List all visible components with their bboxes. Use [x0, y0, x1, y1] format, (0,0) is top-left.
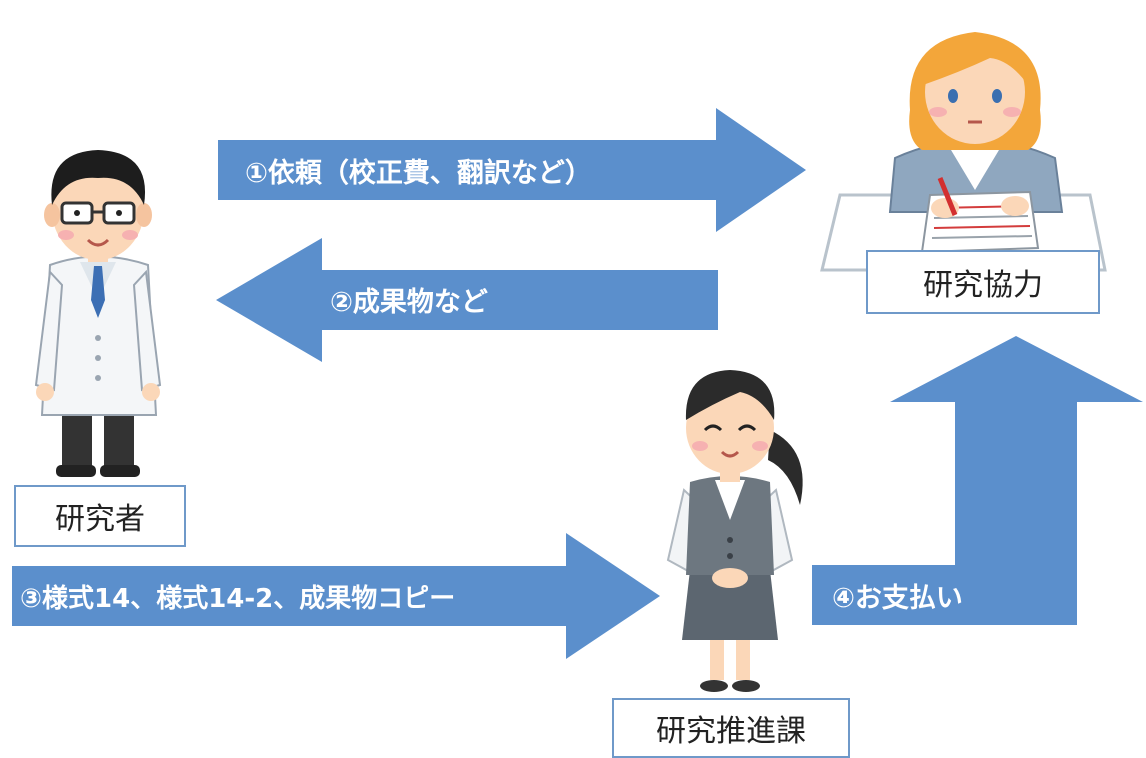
office-worker-woman-icon	[666, 370, 803, 692]
research-promotion-label: 研究推進課	[612, 698, 850, 758]
arrow-request	[218, 108, 806, 232]
arrow-deliverables	[216, 238, 718, 362]
arrow-request-label: ①依頼（校正費、翻訳など）	[245, 157, 592, 189]
arrow-payment-label: ④お支払い	[832, 583, 963, 614]
collaborator-label: 研究協力	[866, 250, 1100, 314]
arrow-forms-label: ③様式14、様式14-2、成果物コピー	[20, 583, 455, 614]
arrow-forms	[12, 533, 660, 659]
arrow-deliverables-label: ②成果物など	[330, 287, 488, 318]
woman-proofreading-at-desk-icon	[820, 32, 1107, 272]
scientist-in-lab-coat-icon	[34, 150, 162, 477]
arrow-payment	[812, 336, 1143, 625]
researcher-label: 研究者	[14, 485, 186, 547]
